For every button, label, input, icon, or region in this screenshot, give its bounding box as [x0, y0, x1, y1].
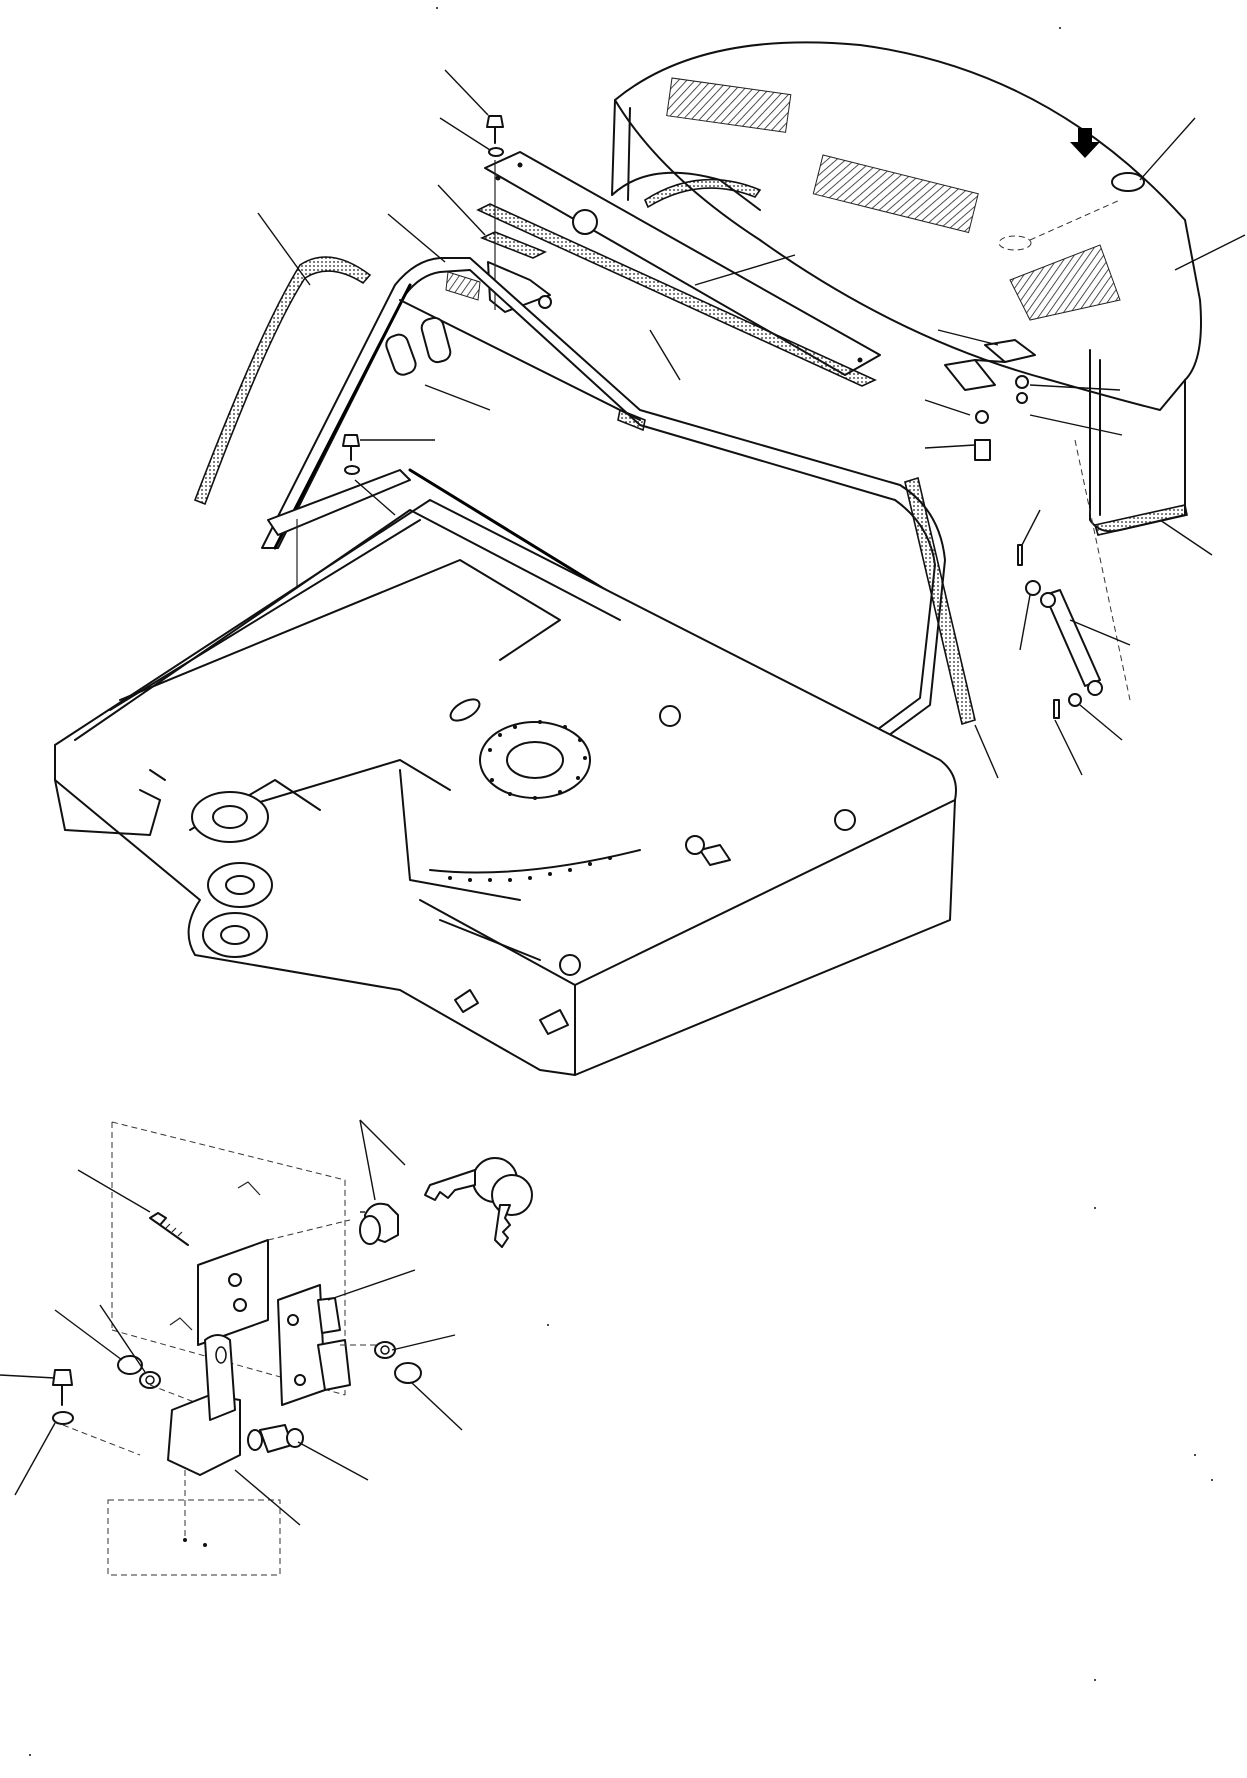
- leader-line: [1021, 509, 1041, 546]
- leader-line: [1139, 117, 1196, 181]
- leader-line: [327, 1269, 416, 1301]
- leader-line: [1029, 384, 1121, 391]
- leader-line: [0, 1374, 56, 1379]
- revolving-frame: [54, 499, 957, 1076]
- leader-line: [1079, 704, 1123, 741]
- leader-line: [387, 213, 446, 263]
- key-icon: [424, 1157, 533, 1248]
- leader-line: [1054, 719, 1083, 776]
- leader-line: [437, 184, 486, 236]
- scan-specks: [29, 7, 1213, 1756]
- leader-line: [439, 117, 491, 151]
- leader-line: [1174, 234, 1246, 271]
- latch-detail: [52, 1121, 533, 1576]
- leader-line: [1019, 594, 1031, 651]
- leader-line: [924, 399, 971, 416]
- leader-line: [99, 1304, 146, 1373]
- long-seal-left: [193, 256, 372, 506]
- leader-line: [234, 1469, 301, 1526]
- leader-line: [444, 69, 489, 116]
- top-plate: [476, 151, 881, 387]
- leader-line: [1159, 519, 1213, 556]
- leader-line: [14, 1422, 56, 1496]
- arrow-down-icon: [1070, 128, 1100, 158]
- side-cover: [261, 257, 976, 832]
- leader-line: [354, 479, 396, 516]
- leader-lines: [0, 69, 1246, 1526]
- engine-hood: [611, 41, 1202, 536]
- leader-line: [359, 1119, 376, 1201]
- leader-line: [424, 384, 491, 411]
- leader-line: [77, 1169, 151, 1213]
- leader-line: [937, 329, 999, 346]
- hood-grommet: [1111, 172, 1145, 192]
- leader-line: [694, 254, 796, 286]
- leader-line: [924, 444, 976, 449]
- gas-spring: [1017, 439, 1131, 719]
- leader-line: [359, 1119, 406, 1166]
- leader-line: [54, 1309, 123, 1361]
- leader-line: [297, 1441, 369, 1481]
- leader-line: [1029, 414, 1123, 436]
- leader-line: [974, 724, 999, 779]
- leader-line: [1069, 619, 1131, 646]
- leader-line: [411, 1382, 463, 1431]
- leader-line: [391, 1334, 456, 1351]
- leader-line: [649, 329, 681, 381]
- bolt-top: [486, 115, 504, 310]
- leader-line: [257, 212, 311, 286]
